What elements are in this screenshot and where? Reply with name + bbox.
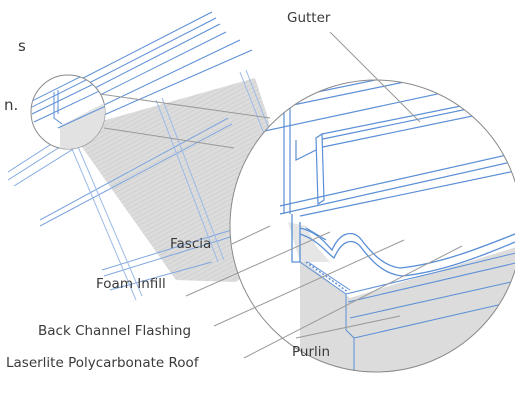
overview-purlins	[39, 117, 241, 291]
leader-lines	[185, 31, 463, 359]
detail-lower-edges	[299, 251, 515, 372]
detail-foam-infill	[288, 222, 330, 262]
leader-purlin	[295, 315, 401, 339]
magnifier-connector	[99, 93, 271, 149]
clipped-text-middle: n.	[4, 96, 19, 114]
label-foam-infill: Foam Infill	[96, 276, 166, 292]
label-back-channel-flashing: Back Channel Flashing	[38, 323, 192, 339]
label-laserlite-polycarbonate-roof: Laserlite Polycarbonate Roof	[6, 355, 199, 371]
big-magnifier	[229, 79, 515, 373]
leader-laserlite-roof	[243, 245, 463, 359]
leader-gutter	[329, 31, 421, 123]
detail-flashing-dots	[305, 261, 349, 293]
label-gutter: Gutter	[287, 10, 331, 26]
leader-foam-infill	[185, 231, 331, 297]
leader-back-channel-flashing	[213, 239, 405, 327]
label-fascia: Fascia	[170, 236, 212, 252]
label-purlin: Purlin	[292, 344, 331, 360]
clipped-text-top: s	[18, 37, 26, 55]
leader-fascia	[231, 225, 271, 245]
detail-back-channel-flashing	[291, 214, 515, 277]
